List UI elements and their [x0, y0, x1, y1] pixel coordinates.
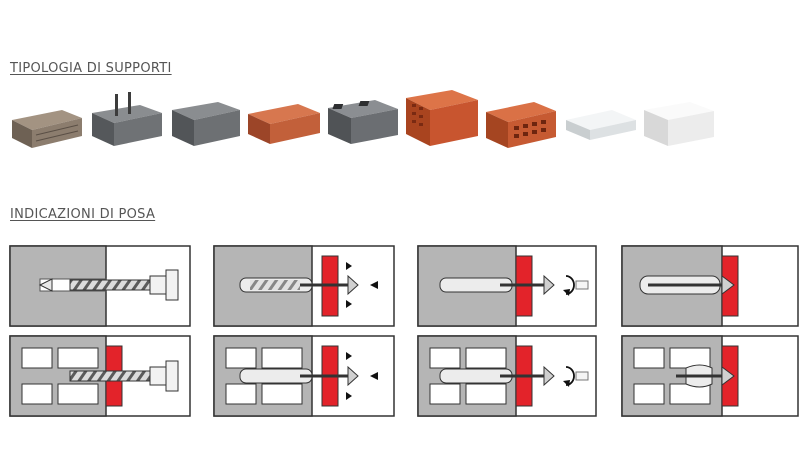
material-solid-brick-icon	[248, 104, 320, 144]
material-perforated-brick-tall-icon	[406, 90, 478, 146]
step-2-solid-wall-insert	[213, 245, 395, 327]
material-hollow-concrete-block-icon	[328, 100, 398, 144]
material-concrete-block-icon	[172, 102, 240, 146]
supports-section-title: TIPOLOGIA DI SUPPORTI	[10, 61, 172, 76]
material-stone-block-icon	[12, 110, 82, 148]
material-concrete-block-with-rebar-icon	[92, 92, 162, 146]
step-3-solid-wall-screw	[417, 245, 597, 327]
installation-section-title: INDICAZIONI DI POSA	[10, 207, 156, 222]
installation-steps	[0, 240, 801, 420]
support-materials-row	[0, 80, 801, 160]
step-1-hollow-wall-drill	[9, 335, 191, 417]
material-aerated-concrete-block-icon	[644, 102, 714, 146]
step-1-solid-wall-drill	[9, 245, 191, 327]
material-perforated-brick-icon	[486, 102, 556, 148]
material-plasterboard-icon	[566, 110, 636, 140]
step-3-hollow-wall-screw	[417, 335, 597, 417]
step-4-solid-wall-fixed	[621, 245, 799, 327]
step-4-hollow-wall-fixed	[621, 335, 799, 417]
step-2-hollow-wall-insert	[213, 335, 395, 417]
